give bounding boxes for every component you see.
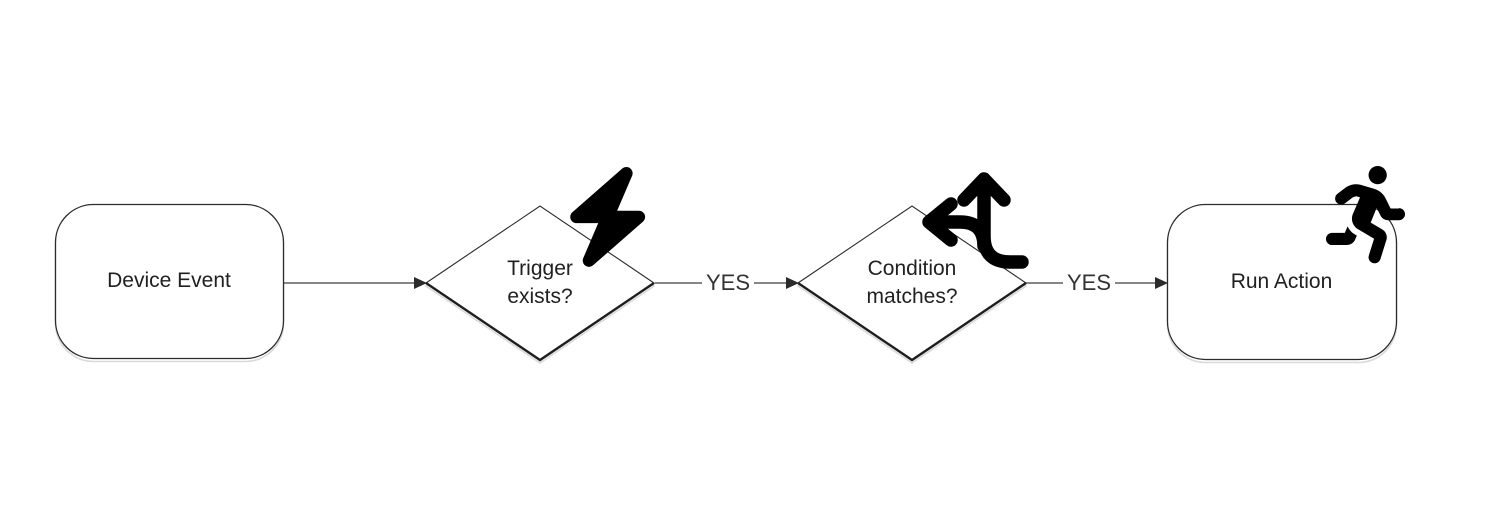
lightning-bolt-icon — [570, 166, 646, 267]
node-device-event-shape — [54, 203, 285, 360]
running-person-icon — [1326, 166, 1406, 264]
connector-device-to-trigger — [284, 277, 427, 289]
edge-yes-label-1: YES — [702, 267, 755, 299]
arrowhead-icon — [786, 277, 799, 289]
split-arrows-icon — [922, 172, 1029, 269]
edge-yes-label-2: YES — [1063, 267, 1116, 299]
arrowhead-icon — [1155, 277, 1168, 289]
arrowhead-icon — [414, 277, 427, 289]
node-condition-matches-shape — [797, 205, 1027, 362]
